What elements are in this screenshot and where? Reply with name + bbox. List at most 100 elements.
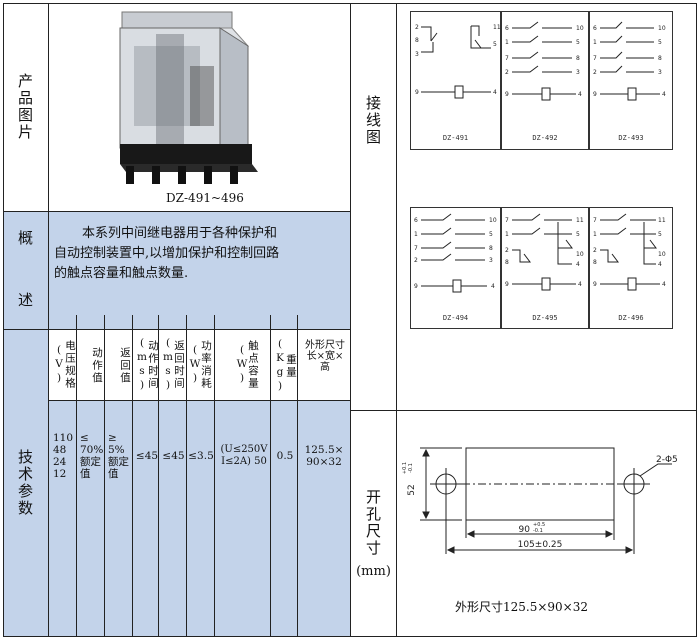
- contact-line-1: (U≤250V: [220, 444, 268, 455]
- inner-dim: 90: [519, 525, 531, 535]
- wiring-diagram-label: 接线图: [364, 94, 382, 146]
- svg-text:8: 8: [415, 37, 419, 44]
- col-4: [158, 315, 159, 637]
- svg-text:8: 8: [576, 55, 580, 62]
- svg-text:5: 5: [576, 231, 580, 238]
- header-voltage: 电压规格(V): [53, 340, 76, 390]
- svg-text:9: 9: [593, 281, 597, 288]
- svg-text:2: 2: [505, 247, 509, 254]
- svg-text:11: 11: [576, 217, 584, 224]
- overview-background: [3, 211, 350, 329]
- svg-text:4: 4: [578, 91, 582, 98]
- right-border-bottom: [350, 636, 697, 637]
- left-border-top: [3, 3, 351, 4]
- dz496-caption: DZ-496: [618, 314, 644, 322]
- col-3: [132, 315, 133, 637]
- svg-text:3: 3: [489, 257, 493, 264]
- height-tol-top: +0.1: [402, 462, 408, 474]
- operate-line-1: ≤: [80, 432, 89, 444]
- svg-text:3: 3: [658, 69, 662, 76]
- svg-text:4: 4: [493, 89, 497, 96]
- outline-dimension-caption: 外形尺寸125.5×90×32: [455, 600, 589, 614]
- dz493-caption: DZ-493: [618, 134, 644, 142]
- svg-text:4: 4: [576, 261, 580, 268]
- dims-line-1: 125.5×: [304, 444, 344, 456]
- svg-text:6: 6: [593, 25, 597, 32]
- svg-text:5: 5: [489, 231, 493, 238]
- hole-label: 2-Φ5: [656, 455, 678, 465]
- col-7: [270, 315, 271, 637]
- outer-dim: 105±0.25: [518, 540, 563, 550]
- dz495-caption: DZ-495: [532, 314, 558, 322]
- release-line-4: 值: [108, 468, 119, 480]
- voltage-110: 110: [53, 432, 74, 444]
- height-dim: 52: [407, 484, 417, 495]
- svg-text:2: 2: [593, 69, 597, 76]
- svg-text:10: 10: [658, 25, 666, 32]
- release-line-2: 5%: [108, 444, 125, 456]
- col-2: [104, 315, 105, 637]
- left-border-left: [3, 3, 4, 637]
- svg-text:10: 10: [658, 251, 666, 258]
- svg-text:8: 8: [593, 259, 597, 266]
- svg-text:1: 1: [593, 231, 597, 238]
- product-image-label: 产品图片: [16, 73, 34, 141]
- svg-text:8: 8: [658, 55, 662, 62]
- release-line-1: ≥: [108, 432, 117, 444]
- svg-text:4: 4: [491, 283, 495, 290]
- header-operate-time: 动作时间(ms): [136, 337, 159, 393]
- relay-photo: [119, 11, 258, 184]
- inner-tol-top: +0.5: [533, 522, 545, 528]
- value-power: ≤3.5: [188, 450, 214, 462]
- col-5: [186, 315, 187, 637]
- svg-text:5: 5: [658, 231, 662, 238]
- operate-line-4: 值: [80, 468, 91, 480]
- voltage-48: 48: [53, 444, 67, 456]
- svg-text:2: 2: [414, 257, 418, 264]
- tech-label-background: [3, 329, 48, 637]
- dz492-caption: DZ-492: [532, 134, 558, 142]
- cutout-unit-label: (mm): [356, 563, 391, 579]
- svg-text:1: 1: [414, 231, 418, 238]
- voltage-12: 12: [53, 468, 67, 480]
- right-label-divider: [396, 3, 397, 637]
- value-operate-time: ≤45: [135, 450, 159, 462]
- right-border-right: [696, 3, 697, 637]
- svg-text:9: 9: [593, 91, 597, 98]
- svg-text:11: 11: [658, 217, 666, 224]
- svg-text:2: 2: [505, 69, 509, 76]
- header-operate-value: 动作值: [91, 347, 103, 385]
- svg-text:4: 4: [662, 91, 666, 98]
- svg-text:5: 5: [576, 39, 580, 46]
- cutout-size-label: 开孔尺寸: [364, 489, 382, 557]
- overview-label-bottom: 述: [17, 290, 33, 309]
- col-1: [76, 315, 77, 637]
- header-weight: 重量(Kg): [274, 338, 297, 394]
- svg-text:8: 8: [505, 259, 509, 266]
- value-voltage: 110 48 24 12: [53, 432, 77, 480]
- svg-text:4: 4: [662, 281, 666, 288]
- value-dimensions: 125.5× 90×32: [298, 444, 350, 468]
- svg-text:7: 7: [593, 217, 597, 224]
- voltage-24: 24: [53, 456, 67, 468]
- height-tol-bot: -0.1: [408, 463, 414, 473]
- svg-text:6: 6: [505, 25, 509, 32]
- dz491-caption: DZ-491: [442, 134, 469, 142]
- overview-line-1: 本系列中间继电器用于各种保护和: [82, 226, 278, 241]
- svg-text:5: 5: [493, 41, 497, 48]
- col-6: [214, 315, 215, 637]
- contact-line-2: I≤2A) 50: [221, 456, 267, 467]
- operate-line-3: 额定: [80, 456, 101, 468]
- svg-text:7: 7: [414, 245, 418, 252]
- header-release-time: 返回时间(ms): [162, 337, 185, 393]
- svg-text:1: 1: [505, 231, 509, 238]
- value-operate: ≤ 70% 额定 值: [80, 432, 104, 480]
